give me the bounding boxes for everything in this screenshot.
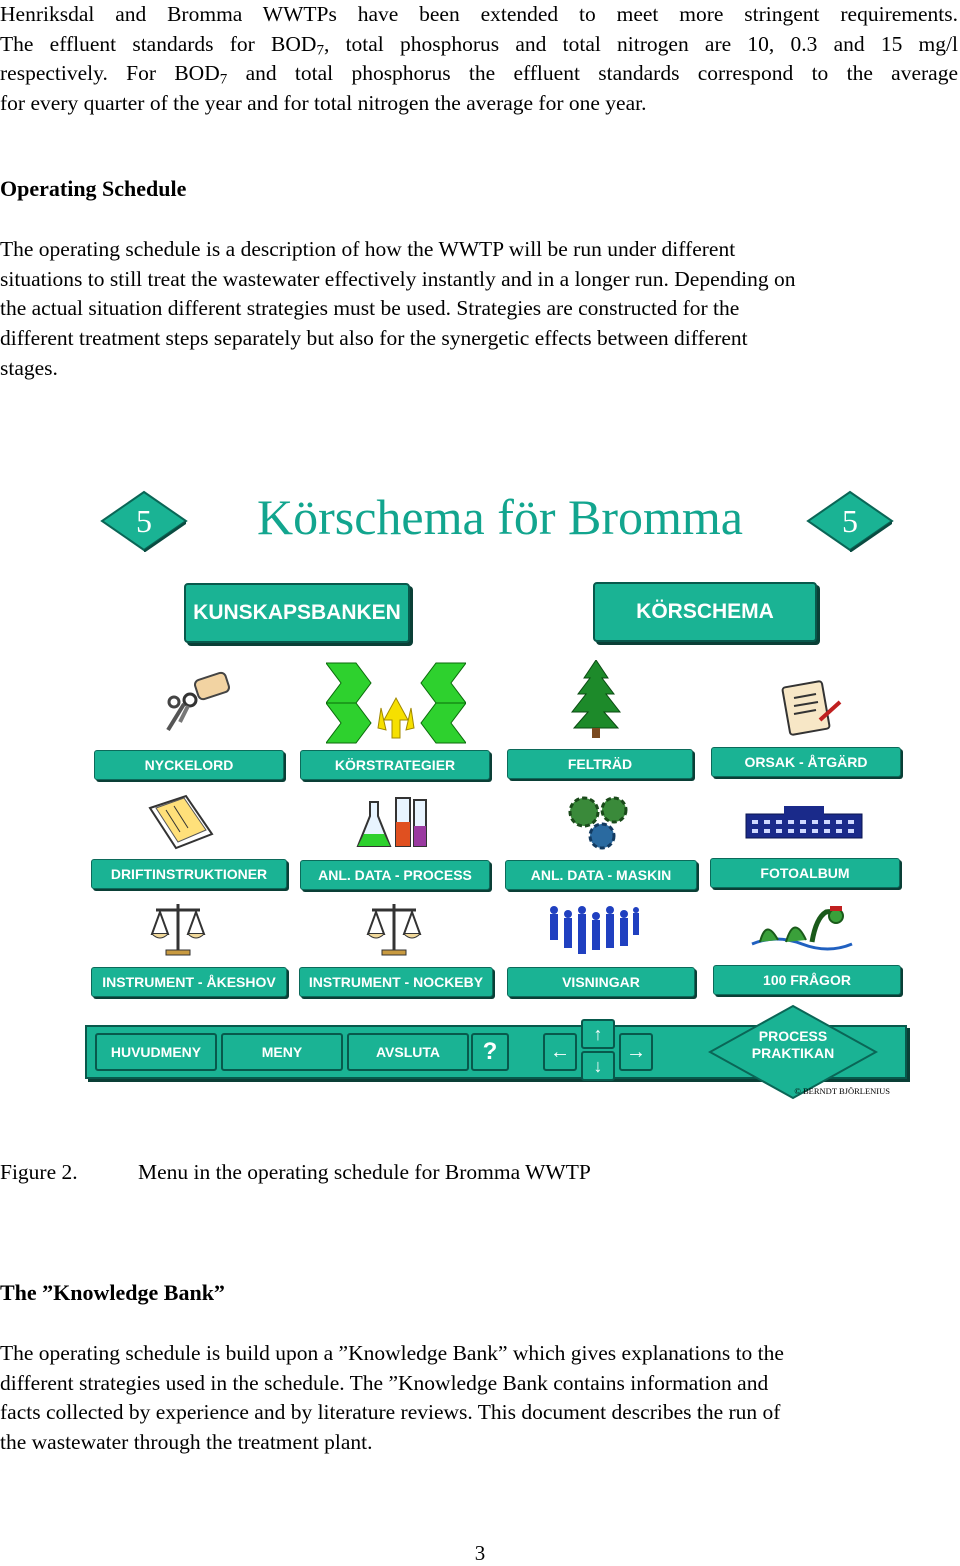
gears-icon <box>568 796 628 850</box>
knowledge-bank-paragraph: The operating schedule is build upon a ”… <box>0 1339 958 1458</box>
paragraph-line: the wastewater through the treatment pla… <box>0 1430 373 1455</box>
brand-line-1: PROCESS <box>758 1028 828 1044</box>
left-number-badge: 5 <box>100 490 188 553</box>
figure-caption-text: Menu in the operating schedule for Bromm… <box>138 1160 591 1184</box>
korschema-button[interactable]: KÖRSCHEMA <box>593 582 817 642</box>
intro-line-3: respectively. For BOD7 and total phospho… <box>0 59 958 89</box>
paragraph-line: different treatment steps separately but… <box>0 326 748 351</box>
paragraph-line: stages. <box>0 355 58 380</box>
paragraph-line: the actual situation different strategie… <box>0 296 740 321</box>
meny-button[interactable]: MENY <box>221 1033 343 1071</box>
scales-icon <box>366 904 422 956</box>
section-heading-operating-schedule: Operating Schedule <box>0 176 187 201</box>
arrow-down-button[interactable]: ↓ <box>581 1051 615 1081</box>
process-praktikan-logo: PROCESS PRAKTIKAN <box>708 1004 878 1100</box>
anl-data-process-button[interactable]: ANL. DATA - PROCESS <box>300 860 490 890</box>
intro-paragraph: Henriksdal and Bromma WWTPs have been ex… <box>0 0 958 119</box>
sea-monster-icon <box>751 906 853 951</box>
intro-line-2-b: , total phosphorus and total nitrogen ar… <box>323 31 958 56</box>
copyright-notice: © BERNDT BJÖRLENIUS <box>794 1086 890 1096</box>
kunskapsbanken-button[interactable]: KUNSKAPSBANKEN <box>184 583 410 643</box>
copyright-text: BERNDT BJÖRLENIUS <box>803 1086 890 1096</box>
bod-subscript: 7 <box>219 71 228 88</box>
feltrad-button[interactable]: FELTRÄD <box>507 749 693 779</box>
intro-line-4: for every quarter of the year and for to… <box>0 91 647 116</box>
instrument-akeshov-button[interactable]: INSTRUMENT - ÅKESHOV <box>91 967 287 997</box>
copyright-icon: © <box>794 1086 801 1096</box>
avsluta-button[interactable]: AVSLUTA <box>347 1033 469 1071</box>
fault-tree-icon <box>570 660 622 738</box>
paragraph-line: The operating schedule is build upon a ”… <box>0 1341 784 1365</box>
scales-icon <box>150 904 206 956</box>
section-heading-knowledge-bank: The ”Knowledge Bank” <box>0 1280 225 1305</box>
intro-line-3-b: and total phosphorus the effluent standa… <box>227 61 958 86</box>
lab-flasks-icon <box>356 797 427 847</box>
instrument-nockeby-button[interactable]: INSTRUMENT - NOCKEBY <box>299 967 493 997</box>
intro-line-2-a: The effluent standards for BOD <box>0 31 317 56</box>
intro-line-3-a: respectively. For BOD <box>0 61 220 86</box>
intro-line-2: The effluent standards for BOD7, total p… <box>0 30 958 60</box>
page-number: 3 <box>474 1541 486 1565</box>
help-button[interactable]: ? <box>471 1033 509 1071</box>
badge-number: 5 <box>136 502 152 539</box>
huvudmeny-button[interactable]: HUVUDMENY <box>95 1033 217 1071</box>
arrow-up-button[interactable]: ↑ <box>581 1019 615 1049</box>
right-number-badge: 5 <box>806 490 894 553</box>
orsak-atgard-button[interactable]: ORSAK - ÅTGÄRD <box>711 747 901 777</box>
bod-subscript: 7 <box>316 42 324 58</box>
korschema-menu-figure: 5 Körschema för Bromma 5 KUNSKAPSBANKEN … <box>80 470 920 1110</box>
100-fragor-button[interactable]: 100 FRÅGOR <box>713 965 901 995</box>
driftinstruktioner-button[interactable]: DRIFTINSTRUKTIONER <box>91 859 287 889</box>
building-icon <box>745 806 863 839</box>
nyckelord-button[interactable]: NYCKELORD <box>94 750 284 780</box>
paragraph-line: different strategies used in the schedul… <box>0 1370 769 1395</box>
clipboard-icon <box>781 680 842 736</box>
figure-title: Körschema för Bromma <box>257 489 743 545</box>
brand-line-2: PRAKTIKAN <box>751 1045 835 1061</box>
paragraph-line: facts collected by experience and by lit… <box>0 1400 781 1425</box>
arrow-left-button[interactable]: ← <box>543 1033 577 1071</box>
operating-schedule-paragraph: The operating schedule is a description … <box>0 235 958 384</box>
badge-number: 5 <box>842 502 858 539</box>
visningar-button[interactable]: VISNINGAR <box>507 967 695 997</box>
korstrategier-button[interactable]: KÖRSTRATEGIER <box>300 750 490 780</box>
keys-icon <box>166 671 231 732</box>
binder-icon <box>148 794 214 850</box>
intro-line-1: Henriksdal and Bromma WWTPs have been ex… <box>0 2 958 26</box>
paragraph-line: situations to still treat the wastewater… <box>0 266 796 291</box>
fotoalbum-button[interactable]: FOTOALBUM <box>710 858 900 888</box>
strategy-arrows-icon <box>326 662 466 744</box>
people-group-icon <box>550 906 639 954</box>
figure-caption-label: Figure 2. <box>0 1160 78 1184</box>
anl-data-maskin-button[interactable]: ANL. DATA - MASKIN <box>505 860 697 890</box>
paragraph-line: The operating schedule is a description … <box>0 237 736 261</box>
arrow-right-button[interactable]: → <box>619 1033 653 1071</box>
